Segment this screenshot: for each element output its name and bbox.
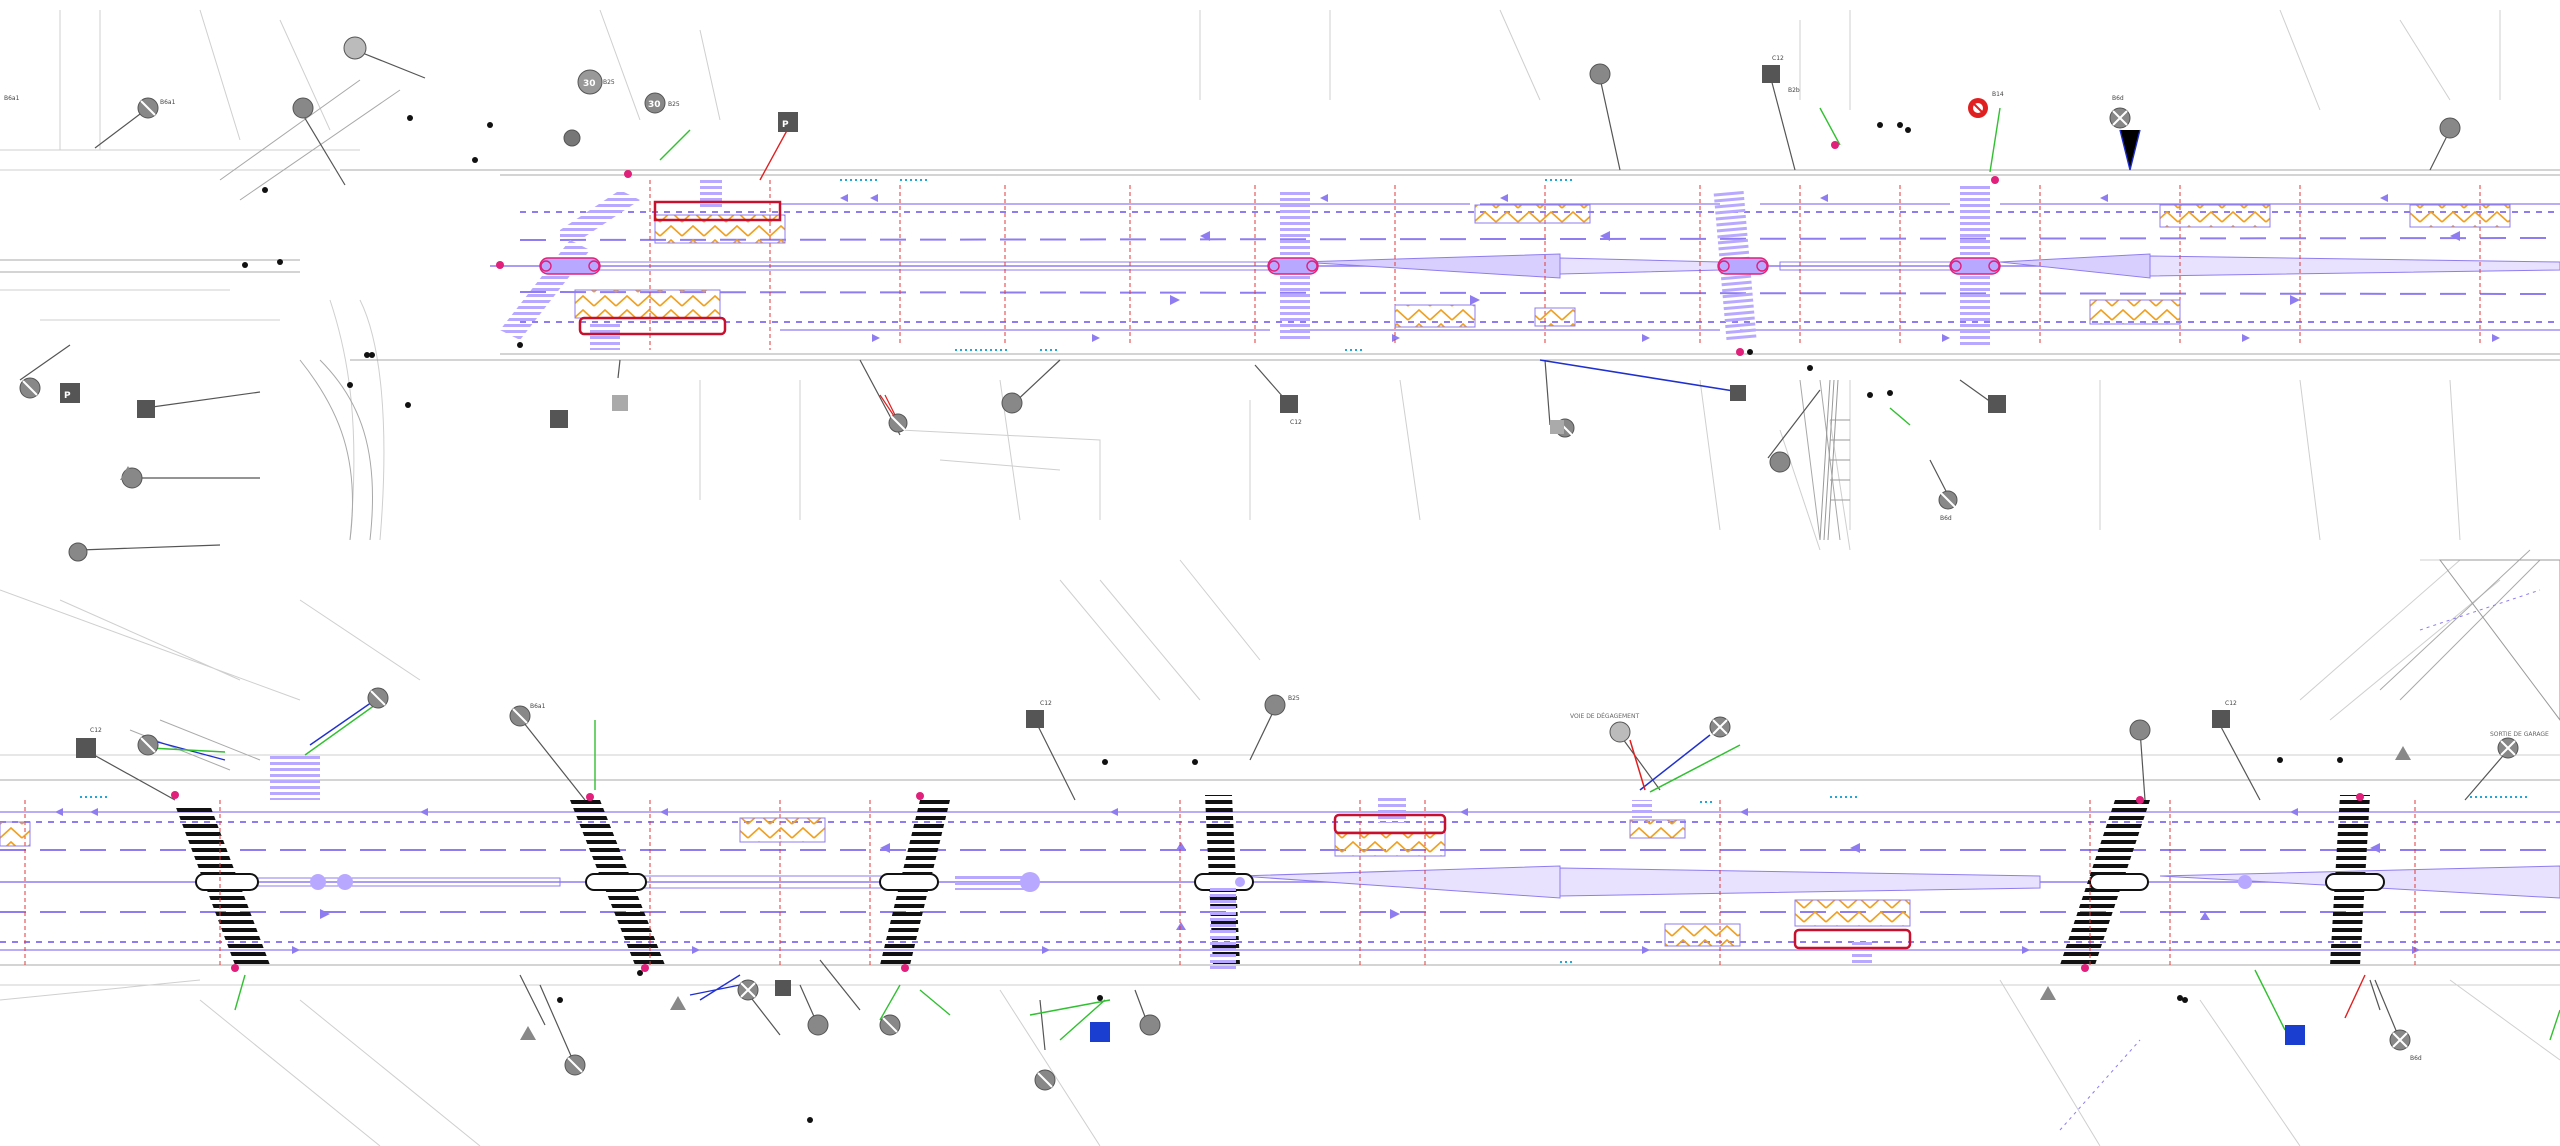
refuge-nodes-top xyxy=(539,257,2001,275)
bottom-street-section: C12 B6a1 C12 B25 C12 B6d SORTIE DE GARAG… xyxy=(0,549,2560,1146)
sidewalk-lines-bottom xyxy=(0,811,2560,951)
zebra-crosswalks-bottom xyxy=(175,795,2370,965)
parking-bays-top xyxy=(574,204,2511,328)
sign-code-b6d-b: B6d xyxy=(2410,1055,2422,1062)
square-sign-icon-b2 xyxy=(1026,710,1044,728)
square-sign-icon-6 xyxy=(1730,385,1746,401)
sign-code-c12-b3: C12 xyxy=(2225,700,2237,707)
note-garage-exit: SORTIE DE GARAGE xyxy=(2490,731,2549,738)
cyan-marks-bottom xyxy=(80,796,2530,963)
round-sign-icon-2 xyxy=(2439,117,2461,139)
building-hatch-top xyxy=(1819,379,1850,541)
blue-sign-icon-b1 xyxy=(1090,1022,1110,1042)
crosswalk-diag-1 xyxy=(560,190,640,240)
sign-code-c12: C12 xyxy=(1772,55,1784,62)
sign-code-b14: B14 xyxy=(1992,91,2004,98)
square-sign-icon-2 xyxy=(137,400,155,418)
highlight-box-b1 xyxy=(1333,813,1447,835)
round-sign-icon-b1 xyxy=(1264,694,1286,716)
parking-p-text-2: P xyxy=(64,391,71,401)
sign-code-b6a1: B6a1 xyxy=(160,99,176,106)
building-hatch-bottom xyxy=(2059,589,2541,1131)
carriageway-markings-top xyxy=(490,211,2560,323)
sign-code-b25-2: B25 xyxy=(603,79,615,86)
dimension-lines-top xyxy=(649,180,2481,350)
highlight-box-b2 xyxy=(1793,928,1912,950)
purple-crosswalk-bottom xyxy=(1210,885,1236,970)
warning-triangle-icon-b xyxy=(520,746,2411,1040)
sign-code-b6a1-2: B6a1 xyxy=(4,95,20,102)
parking-bay-b3 xyxy=(1629,819,1686,839)
parking-sign-icon xyxy=(778,112,798,132)
speed-30-text-2: 30 xyxy=(648,100,661,110)
parking-bays-bottom xyxy=(0,817,1911,947)
sign-code-b25: B25 xyxy=(668,101,680,108)
speed-limit-sign-icon xyxy=(292,97,314,119)
parking-bay-b2 xyxy=(1334,831,1446,857)
parking-bay-4 xyxy=(1394,304,1476,328)
refuge-discs-bottom xyxy=(310,872,2252,892)
highlight-boxes-bottom xyxy=(1333,813,1912,950)
parking-bay-5 xyxy=(1534,307,1576,327)
round-sign-icon-4 xyxy=(1769,451,1791,473)
round-sign-icon-b4 xyxy=(807,1014,829,1036)
highlight-box-1 xyxy=(653,200,782,222)
sign-code-c12-b1: C12 xyxy=(90,727,102,734)
refuge-nodes-bottom xyxy=(195,873,2385,891)
sign-code-c12-2: C12 xyxy=(1290,419,1302,426)
square-sign-icon-4 xyxy=(1280,395,1298,413)
carriageway-markings-bottom xyxy=(0,821,2560,943)
sign-code-b6d-2: B6d xyxy=(1940,515,1952,522)
square-sign-icon-3 xyxy=(550,410,568,428)
square-sign-icon-b4 xyxy=(775,980,791,996)
speed-30-text: 30 xyxy=(583,79,596,89)
purple-crosswalk-bottom-2 xyxy=(270,755,320,800)
highlight-boxes-top xyxy=(578,200,782,336)
square-sign-icon-b3 xyxy=(2212,710,2230,728)
base-map-bottom xyxy=(0,559,2560,1146)
parking-bay-8 xyxy=(2089,299,2181,325)
sign-code-c12-b2: C12 xyxy=(1040,700,1052,707)
round-sign-icon-b2 xyxy=(1609,721,1631,743)
sign-code-b6a1-b: B6a1 xyxy=(530,703,546,710)
highlight-box-2 xyxy=(578,316,727,336)
parking-bay-2 xyxy=(574,289,721,319)
parking-bay-3 xyxy=(1474,204,1591,224)
base-map-top-dark xyxy=(0,79,2560,541)
speed-30-sign-icon xyxy=(577,69,603,95)
parking-p-text: P xyxy=(782,120,789,130)
round-sign-icon xyxy=(1589,63,1611,85)
blue-sign-icon-b2 xyxy=(2285,1025,2305,1045)
sign-code-b6d: B6d xyxy=(2112,95,2124,102)
sign-code-b25-b: B25 xyxy=(1288,695,1300,702)
round-sign-icon-b5 xyxy=(1139,1014,1161,1036)
round-sign-icon-3 xyxy=(1001,392,1023,414)
speed-30-sign-icon-2 xyxy=(644,92,666,114)
parking-bay-7 xyxy=(2409,204,2511,228)
crosswalks-top xyxy=(500,180,1990,350)
square-sign-icon xyxy=(1762,65,1780,83)
note-clearance-lane: VOIE DE DÉGAGEMENT xyxy=(1570,712,1639,720)
square-sign-icon-5 xyxy=(1988,395,2006,413)
signs-bottom: C12 B6a1 C12 B25 C12 B6d xyxy=(76,687,2560,1123)
top-street-section: 30 30 P P xyxy=(0,9,2560,562)
parking-bay-b4 xyxy=(1664,923,1741,947)
round-sign-icon-6 xyxy=(68,542,88,562)
base-map-top xyxy=(0,9,2501,551)
square-sign-icon-b1 xyxy=(76,738,96,758)
sidewalk-lines-top xyxy=(780,203,2560,331)
base-map-bottom-dark xyxy=(0,549,2560,966)
parking-bay-b5 xyxy=(1794,899,1911,927)
cyan-marks-top xyxy=(840,179,1575,351)
parking-bay-b1 xyxy=(739,817,826,843)
round-sign-icon-b3 xyxy=(2129,719,2151,741)
sign-code-b2b: B2b xyxy=(1788,87,1800,94)
warning-triangle-icon xyxy=(120,466,136,480)
speed-limit-sign-icon-2 xyxy=(343,36,367,60)
parking-sign-icon-2 xyxy=(60,383,80,403)
parking-bay-6 xyxy=(2159,204,2271,228)
signs-top: 30 30 P P xyxy=(4,36,2461,562)
